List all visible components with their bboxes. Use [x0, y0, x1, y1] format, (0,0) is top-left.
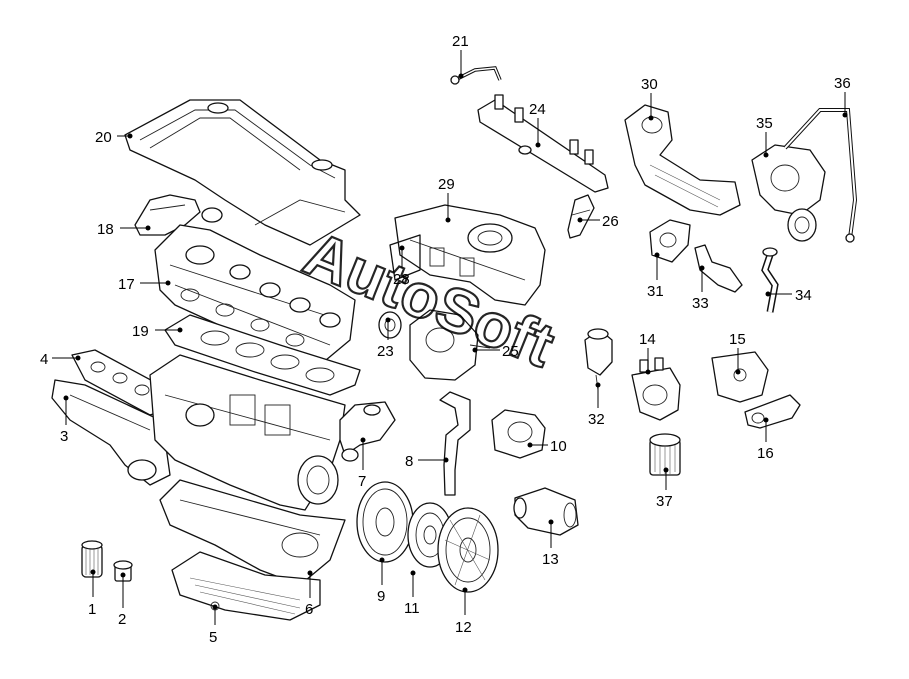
- intake-manifold-gasket-part: [389, 234, 421, 281]
- callout-29: 29: [438, 176, 455, 193]
- callout-12: 12: [455, 619, 472, 636]
- callout-36: 36: [834, 75, 851, 92]
- callout-10: 10: [550, 438, 567, 455]
- egr-valve-part: [649, 219, 691, 263]
- catalytic-converter-part: [624, 104, 741, 216]
- callout-35: 35: [756, 115, 773, 132]
- callout-24: 24: [529, 101, 546, 118]
- fuel-rail-part: [477, 94, 609, 193]
- callout-6: 6: [305, 601, 313, 618]
- exhaust-manifold-part: [51, 349, 171, 486]
- head-gasket-part: [164, 314, 361, 396]
- cylinder-head-part: [154, 224, 356, 366]
- oil-filter-cartridge-part: [81, 540, 103, 578]
- callout-11: 11: [404, 600, 420, 617]
- callout-26: 26: [602, 213, 619, 230]
- callout-14: 14: [639, 331, 656, 348]
- callout-23: 23: [377, 343, 394, 360]
- fuel-pipe-part: [450, 66, 502, 85]
- callout-19: 19: [132, 323, 149, 340]
- callout-9: 9: [377, 588, 385, 605]
- flywheel-part: [356, 481, 414, 563]
- callout-32: 32: [588, 411, 605, 428]
- intake-manifold-part: [394, 204, 546, 306]
- callout-18: 18: [97, 221, 114, 238]
- callout-21: 21: [452, 33, 469, 50]
- callout-25: 25: [502, 343, 519, 360]
- oil-filter-part: [649, 433, 681, 476]
- callout-5: 5: [209, 629, 217, 646]
- callout-15: 15: [729, 331, 746, 348]
- oil-pan-part: [159, 479, 346, 621]
- engine-cover-part: [124, 99, 361, 246]
- callout-2: 2: [118, 611, 126, 628]
- callout-8: 8: [405, 453, 413, 470]
- callout-34: 34: [795, 287, 812, 304]
- callout-31: 31: [647, 283, 664, 300]
- engine-mount-bracket-part: [711, 351, 769, 403]
- leader-lines: [52, 50, 848, 625]
- clutch-pressure-plate-part: [437, 507, 499, 593]
- engine-block-part: [149, 354, 346, 511]
- callout-13: 13: [542, 551, 559, 568]
- starter-motor-part: [513, 487, 579, 536]
- thermostat-housing-part: [339, 401, 396, 462]
- callout-30: 30: [641, 76, 658, 93]
- callout-4: 4: [40, 351, 48, 368]
- coolant-hose-part: [439, 391, 471, 496]
- fuel-filter-housing-part: [631, 357, 681, 421]
- callout-1: 1: [88, 601, 96, 618]
- vacuum-regulator-part: [584, 328, 613, 391]
- injector-part: [567, 194, 595, 239]
- high-pressure-pump-part: [409, 309, 491, 381]
- callout-7: 7: [358, 473, 366, 490]
- callout-28: 28: [393, 271, 410, 288]
- vacuum-pump-part: [491, 409, 546, 459]
- turbo-feed-pipe-part: [783, 108, 858, 243]
- callout-33: 33: [692, 295, 709, 312]
- callout-labels: 1 2 3 4 5 6 7 8 9 10 11 12 13 14 15 16 1…: [40, 33, 851, 646]
- callout-20: 20: [95, 129, 112, 146]
- callout-37: 37: [656, 493, 673, 510]
- callout-3: 3: [60, 428, 68, 445]
- callout-16: 16: [757, 445, 774, 462]
- egr-pipe-valve-part: [694, 244, 743, 293]
- callout-17: 17: [118, 276, 135, 293]
- engine-mount-part: [744, 394, 801, 429]
- turbocharger-part: [751, 144, 826, 242]
- turbo-oil-pipe-part: [761, 247, 779, 313]
